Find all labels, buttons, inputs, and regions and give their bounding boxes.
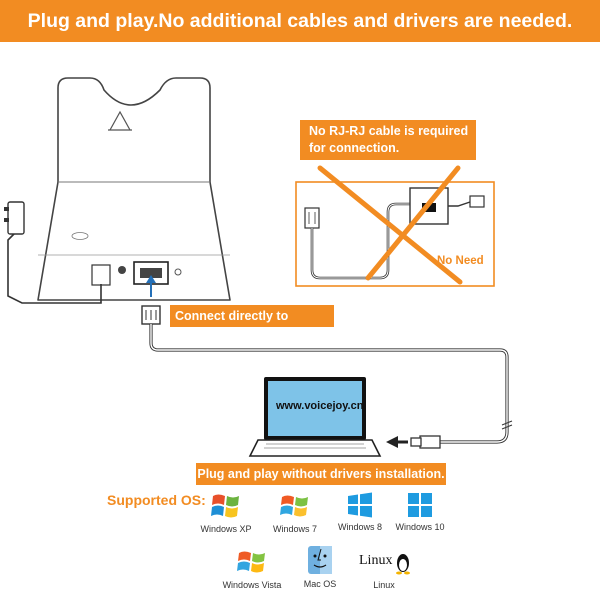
power-adapter: [4, 201, 102, 304]
windows-8-logo-icon: [348, 492, 372, 518]
os-name: Windows 8: [337, 522, 382, 532]
headline-banner: Plug and play.No additional cables and d…: [0, 0, 600, 42]
os-name: Linux: [373, 580, 395, 590]
windows-10-logo-icon: [408, 493, 432, 517]
os-name: Windows XP: [200, 524, 252, 534]
os-item-mac-os: Mac OS: [292, 545, 348, 589]
windows-xp-logo-icon: [211, 494, 239, 518]
laptop-screen-url: www.voicejoy.cn: [276, 400, 364, 412]
no-need-label: No Need: [437, 255, 484, 267]
mac-os-logo-icon: [308, 546, 332, 574]
os-item-windows-7: Windows 7: [265, 492, 325, 534]
connect-arrow-icon: [146, 275, 156, 297]
no-rj-cable-illustration: [295, 165, 495, 287]
laptop: [248, 377, 382, 457]
no-rj-callout-line-1: No RJ-RJ cable is required: [309, 124, 469, 138]
os-item-windows-10: Windows 10: [390, 492, 450, 532]
no-rj-cable-callout: No RJ-RJ cable is required for connectio…: [300, 120, 476, 160]
no-rj-callout-line-2: for connection.: [309, 141, 400, 155]
windows-vista-logo-icon: [237, 551, 265, 573]
os-item-windows-8: Windows 8: [330, 492, 390, 532]
headset-base: [37, 77, 231, 301]
linux-logo-icon: Linux: [359, 553, 410, 575]
windows-7-logo-icon: [280, 495, 308, 517]
connect-directly-callout: Connect directly to: [170, 305, 334, 327]
supported-os-label: Supported OS:: [107, 492, 206, 508]
svg-text:Linux: Linux: [359, 553, 392, 568]
os-item-windows-xp: Windows XP: [196, 492, 256, 534]
os-name: Mac OS: [303, 579, 337, 589]
os-name: Windows 7: [272, 524, 317, 534]
os-name: Windows 10: [395, 522, 445, 532]
os-name: Windows Vista: [222, 580, 282, 590]
os-item-windows-vista: Windows Vista: [218, 548, 286, 590]
os-item-linux: Linux Linux: [352, 546, 416, 590]
usb-cable: [141, 305, 513, 449]
plug-and-play-callout: Plug and play without drivers installati…: [196, 463, 446, 485]
